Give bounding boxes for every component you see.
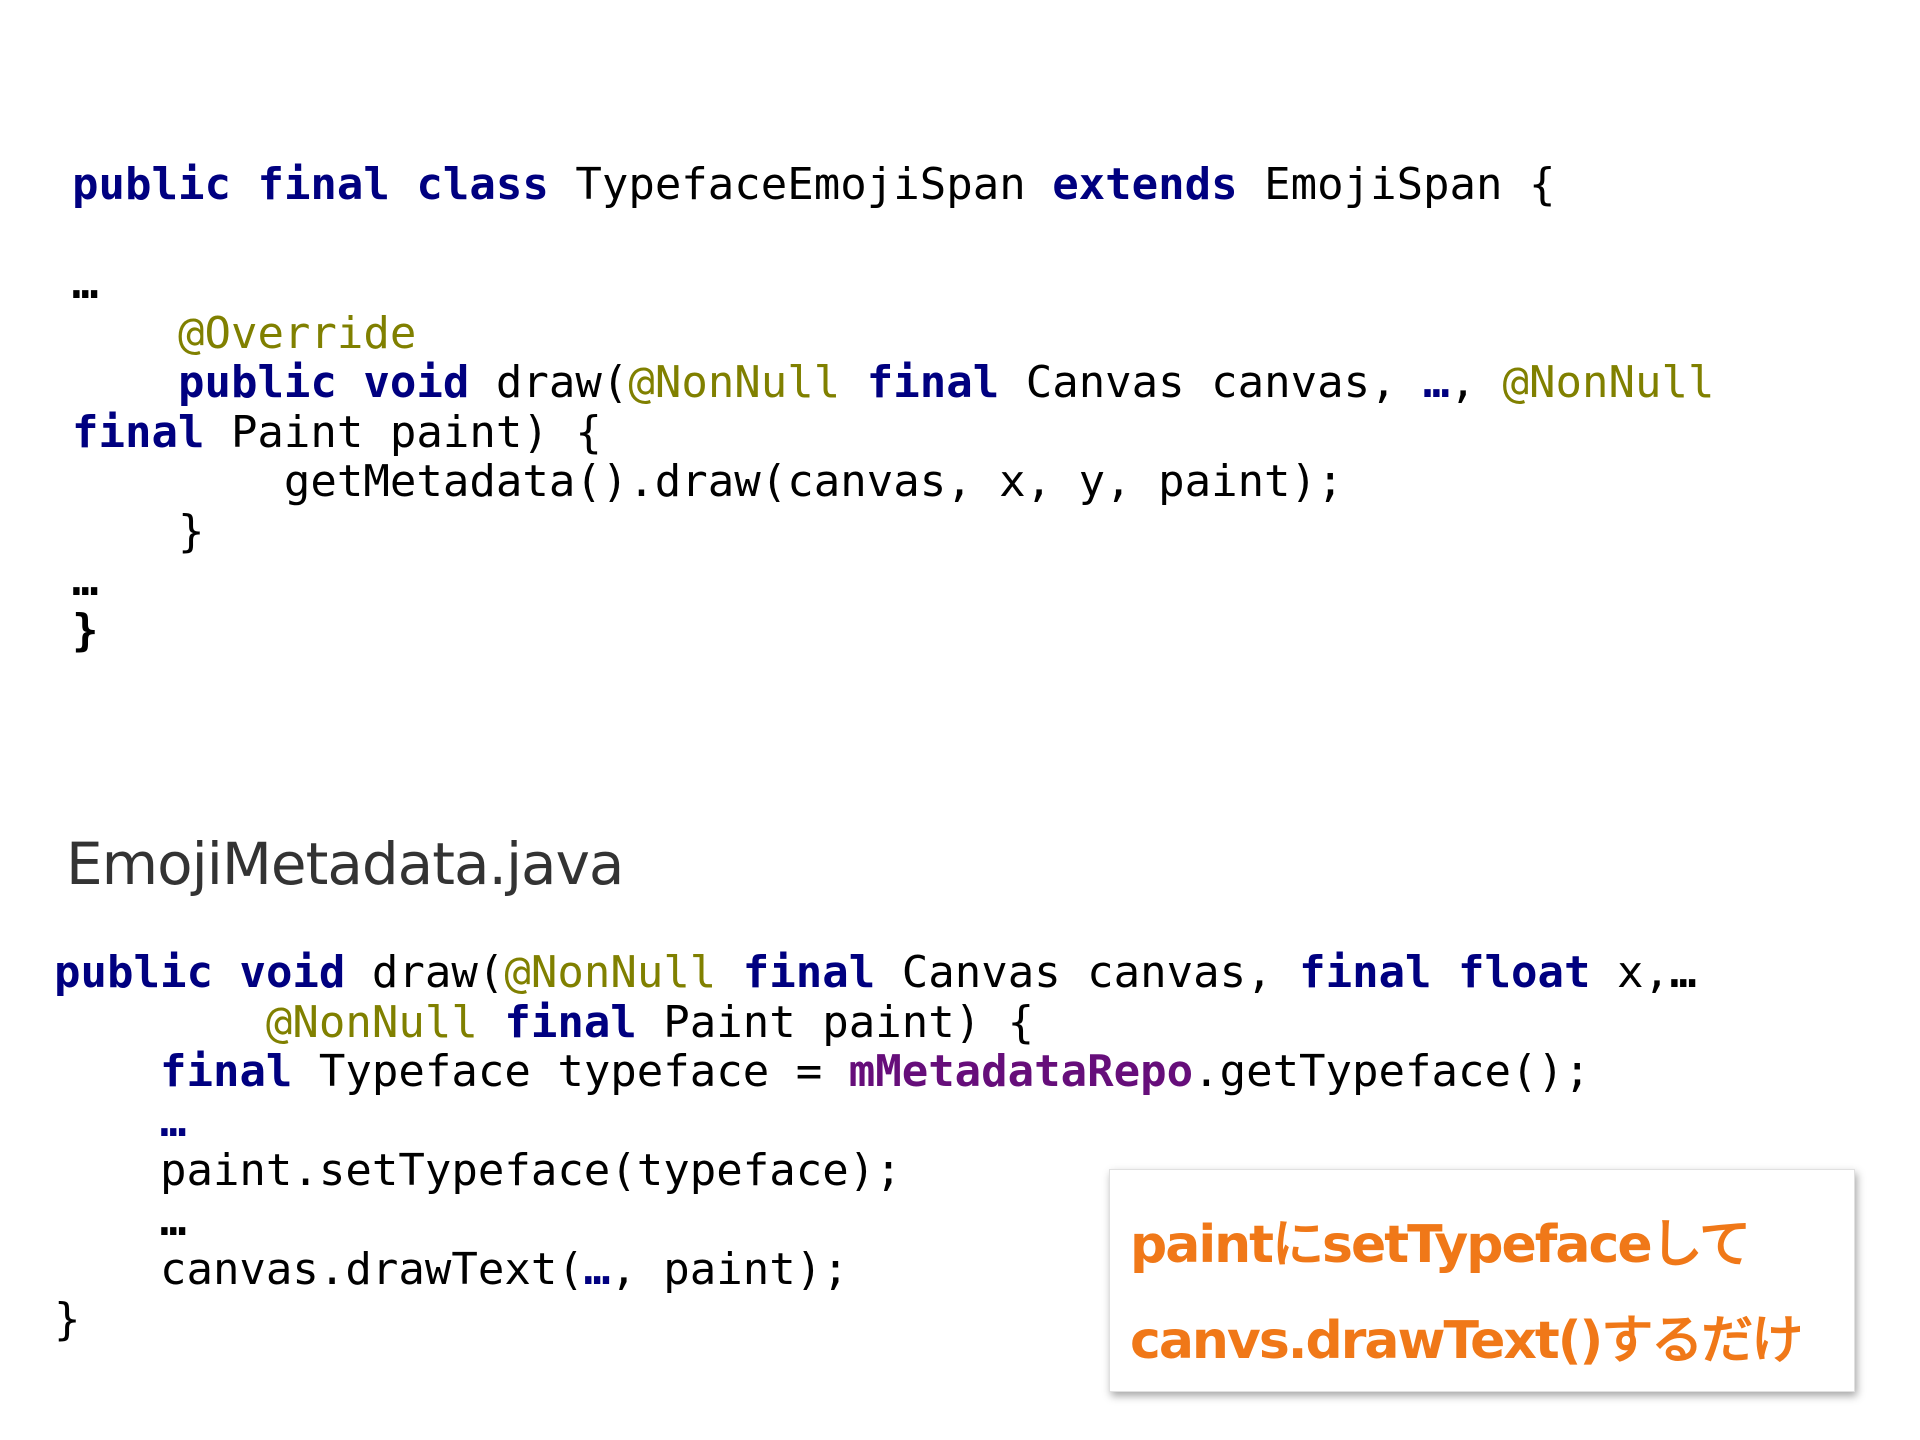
- code-token-field: mMetadataRepo: [848, 1046, 1194, 1097]
- code-token-keyword: final: [72, 406, 205, 458]
- code-token-ellipsis: …: [159, 1095, 187, 1147]
- code-token: [337, 357, 364, 408]
- code-line: }: [72, 505, 1714, 557]
- code-token: x,: [1590, 947, 1670, 998]
- code-line: …: [54, 1095, 1696, 1147]
- code-token: }: [72, 505, 205, 557]
- code-token-ellipsis: …: [72, 258, 99, 309]
- code-token-keyword: final: [866, 357, 1000, 408]
- code-token: Canvas canvas,: [999, 357, 1424, 408]
- code-token: getMetadata().draw(canvas, x, y, paint);: [72, 456, 1344, 507]
- code-line-empty: [72, 210, 1714, 260]
- callout-box: paintにsetTypefaceして canvs.drawText()するだけ: [1109, 1169, 1855, 1392]
- code-token-keyword: class: [416, 159, 549, 210]
- code-token: draw(: [469, 357, 629, 408]
- code-line: @Override: [72, 307, 1714, 359]
- code-token: TypefaceEmojiSpan: [548, 159, 1053, 210]
- code-line: final Typeface typeface = mMetadataRepo.…: [54, 1047, 1696, 1097]
- code-token: [54, 1195, 160, 1246]
- code-token-ellipsis: …: [1423, 357, 1450, 408]
- code-token: Paint paint) {: [204, 406, 602, 458]
- code-token: }: [72, 604, 99, 656]
- code-line: @NonNull final Paint paint) {: [54, 996, 1696, 1048]
- code-token-ellipsis: …: [72, 555, 99, 606]
- code-token: EmojiSpan {: [1237, 159, 1556, 210]
- code-token: Typeface typeface =: [292, 1046, 849, 1097]
- code-token: [54, 1046, 160, 1097]
- code-token: [716, 947, 743, 998]
- code-token: }: [54, 1293, 81, 1345]
- code-token-ellipsis: …: [159, 1194, 187, 1246]
- code-token: [390, 159, 417, 210]
- code-token: draw(: [345, 947, 505, 998]
- code-token-keyword: void: [363, 357, 470, 408]
- code-token: [840, 357, 867, 408]
- code-token-annotation: @NonNull: [1502, 357, 1715, 408]
- code-line: …: [72, 259, 1714, 309]
- code-line: getMetadata().draw(canvas, x, y, paint);: [72, 457, 1714, 507]
- code-token: canvas.drawText(: [54, 1244, 584, 1295]
- code-token-annotation: @Override: [177, 307, 417, 359]
- code-token-keyword: extends: [1052, 159, 1238, 210]
- code-line: canvas.drawText(…, paint);: [54, 1245, 1696, 1295]
- code-token: [54, 1096, 160, 1147]
- code-line: }: [54, 1293, 1696, 1345]
- code-token-annotation: @NonNull: [504, 947, 717, 998]
- code-token: ,: [1449, 357, 1503, 408]
- code-line: …: [54, 1194, 1696, 1246]
- code-token-keyword: public: [177, 357, 337, 408]
- code-block-emoji-metadata: public void draw(@NonNull final Canvas c…: [54, 948, 1696, 1344]
- code-token-keyword: final: [742, 947, 876, 998]
- code-token: paint.setTypeface(typeface);: [54, 1145, 902, 1196]
- code-token-ellipsis: …: [583, 1244, 611, 1295]
- code-token: [231, 159, 258, 210]
- code-line: }: [72, 604, 1714, 656]
- code-token: Canvas canvas,: [875, 947, 1300, 998]
- code-token-keyword: float: [1458, 947, 1591, 998]
- code-token: [213, 947, 240, 998]
- callout-text-line-1: paintにsetTypefaceして: [1130, 1215, 1751, 1275]
- code-token: [1432, 947, 1459, 998]
- code-token-keyword: final: [1299, 947, 1432, 998]
- callout-text-line-2: canvs.drawText()するだけ: [1130, 1311, 1803, 1371]
- code-token-keyword: final: [257, 159, 390, 210]
- code-token-keyword: public: [72, 159, 231, 210]
- code-token: [72, 308, 178, 359]
- code-token-keyword: final: [159, 1046, 293, 1097]
- code-token: , paint);: [610, 1244, 849, 1295]
- code-token: [72, 357, 178, 408]
- code-token-ellipsis: …: [1669, 947, 1697, 998]
- code-token-annotation: @NonNull: [265, 996, 478, 1048]
- code-line: …: [72, 556, 1714, 606]
- code-line: public final class TypefaceEmojiSpan ext…: [72, 160, 1714, 210]
- code-line: final Paint paint) {: [72, 406, 1714, 458]
- code-token-keyword: void: [239, 947, 346, 998]
- code-token-annotation: @NonNull: [628, 357, 841, 408]
- code-token: [478, 997, 505, 1048]
- code-block-typeface-emoji-span: public final class TypefaceEmojiSpan ext…: [72, 160, 1714, 655]
- code-token: Paint paint) {: [636, 996, 1035, 1048]
- code-token: .getTypeface();: [1193, 1046, 1591, 1097]
- file-title: EmojiMetadata.java: [66, 830, 624, 898]
- code-line: public void draw(@NonNull final Canvas c…: [72, 357, 1715, 408]
- code-token-keyword: public: [54, 947, 213, 998]
- code-line: public void draw(@NonNull final Canvas c…: [54, 948, 1696, 998]
- code-token-keyword: final: [504, 996, 637, 1048]
- code-line: paint.setTypeface(typeface);: [54, 1146, 1696, 1196]
- code-token: [54, 997, 266, 1048]
